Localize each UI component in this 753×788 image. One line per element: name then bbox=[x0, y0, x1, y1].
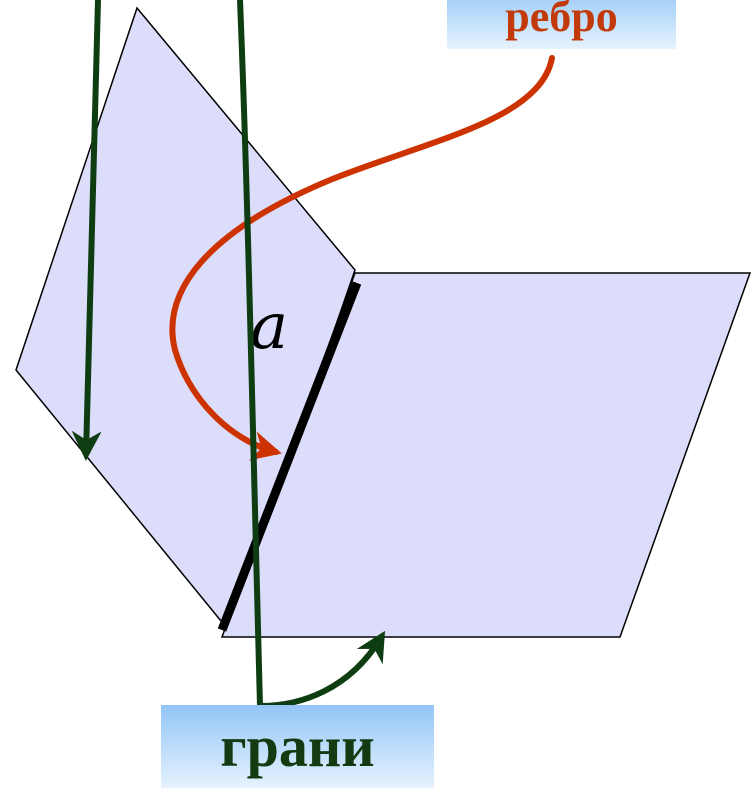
faces-arrow-right bbox=[237, 0, 386, 710]
faces-label-text: грани bbox=[220, 713, 375, 779]
faces-arrow-left bbox=[71, 0, 102, 461]
edge-label: ребро bbox=[447, 0, 676, 49]
edge-letter-a: a bbox=[250, 290, 288, 364]
edge-label-text: ребро bbox=[505, 0, 618, 41]
edge-line bbox=[217, 281, 362, 632]
faces-label: грани bbox=[161, 705, 434, 788]
edge-pointer-arrow bbox=[169, 55, 555, 461]
